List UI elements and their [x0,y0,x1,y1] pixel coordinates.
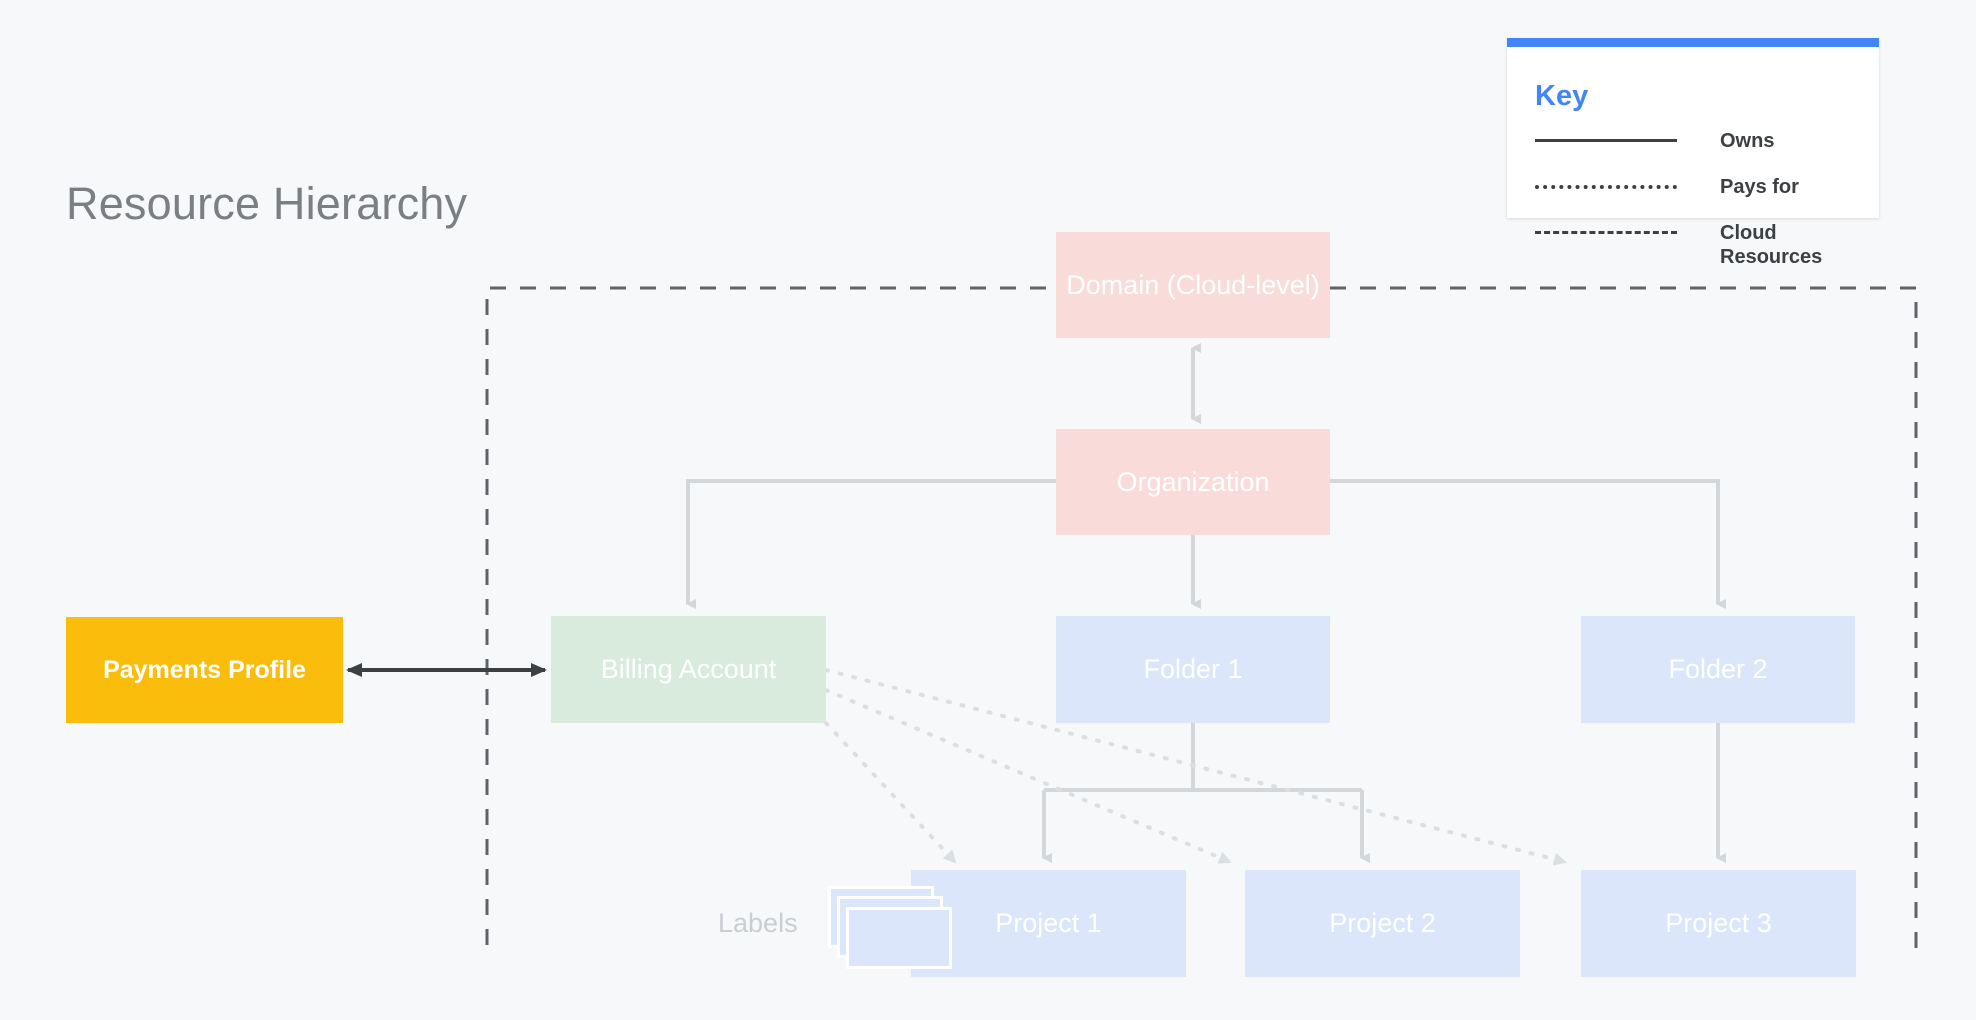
key-entry-cloud-resources: Cloud Resources [1535,222,1855,268]
node-billing-account[interactable]: Billing Account [551,616,826,723]
dotted-line-icon [1535,176,1678,196]
node-project-2[interactable]: Project 2 [1245,870,1520,977]
key-entry-label: Owns [1720,130,1775,152]
solid-line-icon [1535,130,1678,150]
key-legend: Key Owns Pays for Cloud Resources [1507,38,1879,268]
page-title: Resource Hierarchy [66,178,468,229]
node-folder-2[interactable]: Folder 2 [1581,616,1855,723]
node-payments-profile[interactable]: Payments Profile [66,617,343,723]
connector-folder1-projects [1042,723,1370,863]
key-entry-list: Owns Pays for Cloud Resources [1535,130,1855,268]
key-entry-label: Cloud Resources [1720,222,1823,268]
key-heading: Key [1535,80,1589,112]
dashed-line-icon [1535,222,1678,242]
stacked-labels-icon [828,886,964,970]
connector-organization-billing [686,479,1056,609]
connector-billing-pays-project1 [824,721,957,864]
label-card-front [846,907,952,969]
node-folder-1[interactable]: Folder 1 [1056,616,1330,723]
key-entry-owns: Owns [1535,130,1855,164]
node-project-1[interactable]: Project 1 [911,870,1186,977]
key-accent-bar [1507,38,1879,47]
connector-organization-folder2 [1330,479,1726,609]
key-entry-label: Pays for [1720,176,1799,198]
node-organization[interactable]: Organization [1056,429,1330,535]
labels-caption: Labels [718,908,798,938]
node-project-3[interactable]: Project 3 [1581,870,1856,977]
key-entry-pays-for: Pays for [1535,176,1855,210]
node-domain[interactable]: Domain (Cloud-level) [1056,232,1330,338]
